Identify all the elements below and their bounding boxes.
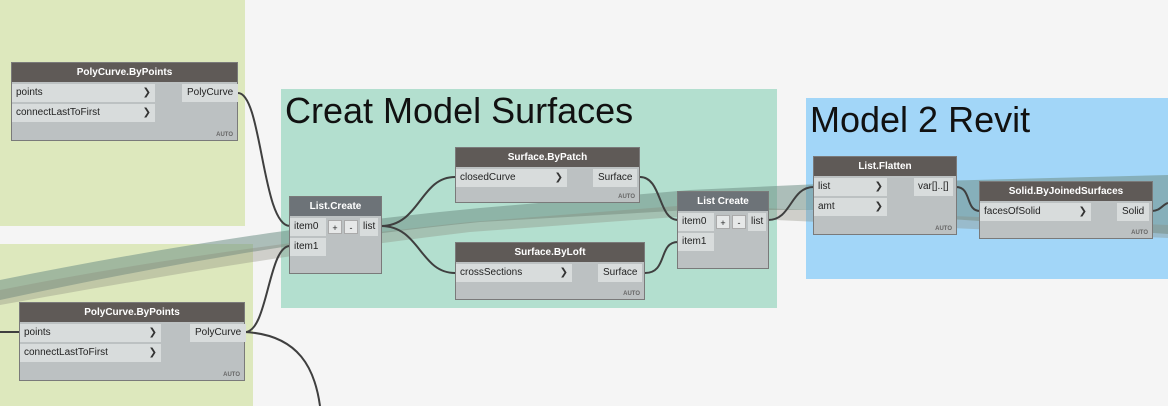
wire-polycurve2-to-listcreate1	[244, 245, 291, 333]
chevron-right-icon: ❯	[874, 181, 883, 192]
input-port-points[interactable]: points ❯	[20, 324, 161, 342]
lacing-label: AUTO	[1131, 230, 1148, 236]
chevron-right-icon: ❯	[1078, 206, 1087, 217]
node-list-flatten[interactable]: List.Flatten list ❯ amt ❯ var[]..[] AUTO	[813, 156, 957, 235]
input-port-facesofsolid[interactable]: facesOfSolid ❯	[980, 203, 1091, 221]
port-label: points	[16, 87, 43, 98]
wire-loft-to-listcreate2	[644, 241, 679, 274]
input-port-item0[interactable]: item0	[290, 218, 326, 236]
node-title: PolyCurve.ByPoints	[12, 63, 237, 82]
output-port-var[interactable]: var[]..[]	[914, 178, 953, 196]
node-surface-byloft[interactable]: Surface.ByLoft crossSections ❯ Surface A…	[455, 242, 645, 300]
node-title: List.Flatten	[814, 157, 956, 176]
node-title: List Create	[678, 192, 768, 211]
chevron-right-icon: ❯	[874, 201, 883, 212]
input-port-list[interactable]: list ❯	[814, 178, 887, 196]
port-label: facesOfSolid	[984, 206, 1041, 217]
add-input-button[interactable]: +	[716, 215, 730, 229]
output-port-list[interactable]: list	[748, 213, 767, 231]
output-port-solid[interactable]: Solid	[1117, 203, 1150, 221]
wire-polycurve1-to-listcreate1	[237, 92, 291, 227]
port-label: closedCurve	[460, 172, 516, 183]
remove-input-button[interactable]: -	[344, 220, 358, 234]
output-port-polycurve[interactable]: PolyCurve	[182, 84, 239, 102]
wire-solid-out	[1151, 202, 1168, 212]
node-title: Surface.ByLoft	[456, 243, 644, 262]
wire-flatten-to-solid	[955, 186, 981, 212]
wire-polycurve2-down	[244, 331, 321, 406]
output-port-list[interactable]: list	[360, 218, 379, 236]
input-port-crosssections[interactable]: crossSections ❯	[456, 264, 572, 282]
node-solid-byjoinedsurfaces[interactable]: Solid.ByJoinedSurfaces facesOfSolid ❯ So…	[979, 181, 1153, 239]
group-title: Model 2 Revit	[810, 99, 1031, 140]
wire-listcreate1-to-patch	[380, 176, 456, 227]
chevron-right-icon: ❯	[148, 327, 157, 338]
lacing-label: AUTO	[618, 194, 635, 200]
chevron-right-icon: ❯	[554, 172, 563, 183]
node-list-create[interactable]: List.Create item0 item1 + - list	[289, 196, 382, 274]
chevron-right-icon: ❯	[559, 267, 568, 278]
wire-patch-to-listcreate2	[639, 176, 679, 221]
wire-listcreate2-to-flatten	[767, 186, 815, 221]
node-title: List.Create	[290, 197, 381, 216]
remove-input-button[interactable]: -	[732, 215, 746, 229]
node-surface-bypatch[interactable]: Surface.ByPatch closedCurve ❯ Surface AU…	[455, 147, 640, 203]
input-port-connectlasttofirst[interactable]: connectLastToFirst ❯	[20, 344, 161, 362]
input-port-closedcurve[interactable]: closedCurve ❯	[456, 169, 567, 187]
lacing-label: AUTO	[216, 132, 233, 138]
port-label: connectLastToFirst	[24, 347, 108, 358]
preview-surface	[0, 205, 1168, 305]
port-label: list	[818, 181, 831, 192]
chevron-right-icon: ❯	[148, 347, 157, 358]
wire-listcreate1-to-loft	[380, 225, 456, 274]
node-list-create-2[interactable]: List Create item0 item1 + - list	[677, 191, 769, 269]
lacing-label: AUTO	[223, 372, 240, 378]
port-label: points	[24, 327, 51, 338]
input-port-item0[interactable]: item0	[678, 213, 714, 231]
port-label: crossSections	[460, 267, 523, 278]
node-title: PolyCurve.ByPoints	[20, 303, 244, 322]
input-port-item1[interactable]: item1	[290, 238, 326, 256]
node-polycurve-bypoints-bottom[interactable]: PolyCurve.ByPoints points ❯ connectLastT…	[19, 302, 247, 381]
chevron-right-icon: ❯	[142, 107, 151, 118]
output-port-surface[interactable]: Surface	[598, 264, 643, 282]
group-title: Creat Model Surfaces	[285, 90, 634, 131]
output-port-polycurve[interactable]: PolyCurve	[190, 324, 247, 342]
add-input-button[interactable]: +	[328, 220, 342, 234]
lacing-label: AUTO	[935, 226, 952, 232]
node-title: Solid.ByJoinedSurfaces	[980, 182, 1152, 201]
input-port-amt[interactable]: amt ❯	[814, 198, 887, 216]
port-label: connectLastToFirst	[16, 107, 100, 118]
output-port-surface[interactable]: Surface	[593, 169, 638, 187]
input-port-points[interactable]: points ❯	[12, 84, 155, 102]
node-polycurve-bypoints-top[interactable]: PolyCurve.ByPoints points ❯ connectLastT…	[11, 62, 239, 141]
input-port-item1[interactable]: item1	[678, 233, 714, 251]
node-title: Surface.ByPatch	[456, 148, 639, 167]
input-port-connectlasttofirst[interactable]: connectLastToFirst ❯	[12, 104, 155, 122]
port-label: amt	[818, 201, 835, 212]
chevron-right-icon: ❯	[142, 87, 151, 98]
lacing-label: AUTO	[623, 291, 640, 297]
